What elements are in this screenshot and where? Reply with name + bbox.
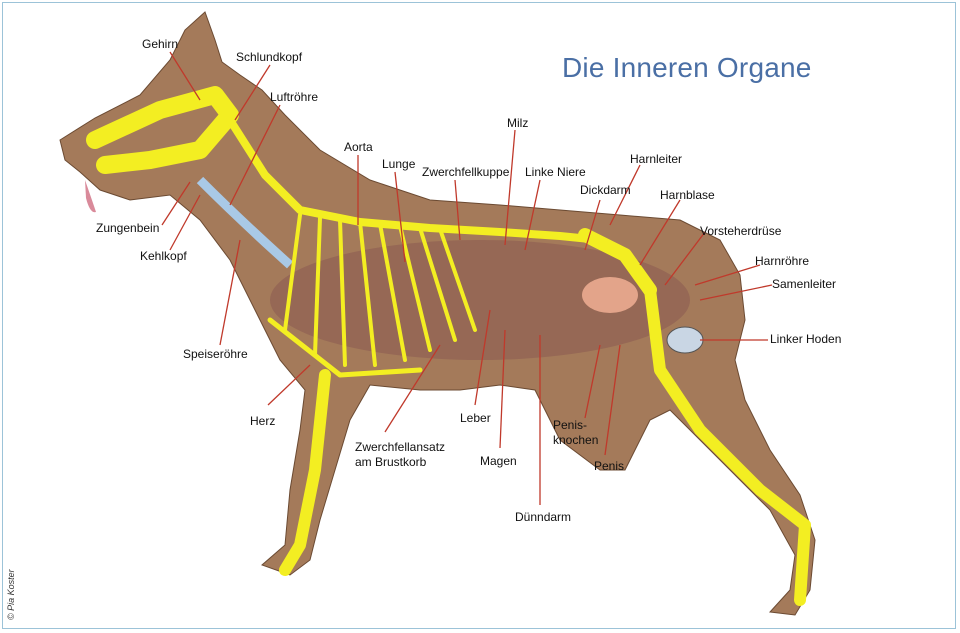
testicle-shape	[666, 326, 704, 354]
label-lunge: Lunge	[382, 157, 416, 171]
leader-lines	[161, 51, 773, 505]
label-penisknochen-2: knochen	[553, 433, 599, 447]
label-milz: Milz	[507, 116, 529, 130]
skull	[86, 86, 239, 174]
label-linke-niere: Linke Niere	[525, 165, 586, 179]
label-herz: Herz	[250, 414, 276, 428]
pelvis	[578, 228, 657, 297]
label-penisknochen-1: Penis-	[553, 418, 588, 432]
label-samenleiter: Samenleiter	[772, 277, 837, 291]
label-aorta: Aorta	[344, 140, 373, 154]
label-penis: Penis	[594, 459, 625, 473]
label-kehlkopf: Kehlkopf	[140, 249, 187, 263]
skeleton	[86, 86, 811, 606]
label-zungenbein: Zungenbein	[96, 221, 160, 235]
label-dickdarm: Dickdarm	[580, 183, 631, 197]
label-luftroehre: Luftröhre	[270, 90, 319, 104]
sternum	[267, 317, 423, 378]
diagram-title: Die Inneren Organe	[562, 52, 812, 83]
label-leber: Leber	[460, 411, 491, 425]
label-zwerchfellansatz-1: Zwerchfellansatz	[355, 440, 446, 454]
trachea	[196, 176, 294, 269]
label-harnleiter: Harnleiter	[630, 152, 683, 166]
front-leg	[279, 369, 331, 576]
label-harnblase: Harnblase	[660, 188, 715, 202]
label-vorsteherdruese: Vorsteherdrüse	[700, 224, 782, 238]
hind-leg	[644, 284, 811, 606]
label-gehirn: Gehirn	[142, 37, 179, 51]
tongue	[85, 180, 96, 213]
label-duenndarm: Dünndarm	[515, 510, 572, 524]
spine	[226, 116, 604, 244]
label-harnroehre: Harnröhre	[755, 254, 810, 268]
label-zwerchfellkuppe: Zwerchfellkuppe	[422, 165, 510, 179]
label-linker-hoden: Linker Hoden	[770, 332, 842, 346]
label-schlundkopf: Schlundkopf	[236, 50, 303, 64]
label-magen: Magen	[480, 454, 517, 468]
bladder-shape	[582, 277, 638, 313]
label-speiseroehre: Speiseröhre	[183, 347, 248, 361]
organ-mass	[270, 240, 690, 360]
ribs	[283, 213, 477, 367]
copyright-note: © Pia Koster	[6, 569, 16, 620]
label-zwerchfellansatz-2: am Brustkorb	[355, 455, 427, 469]
